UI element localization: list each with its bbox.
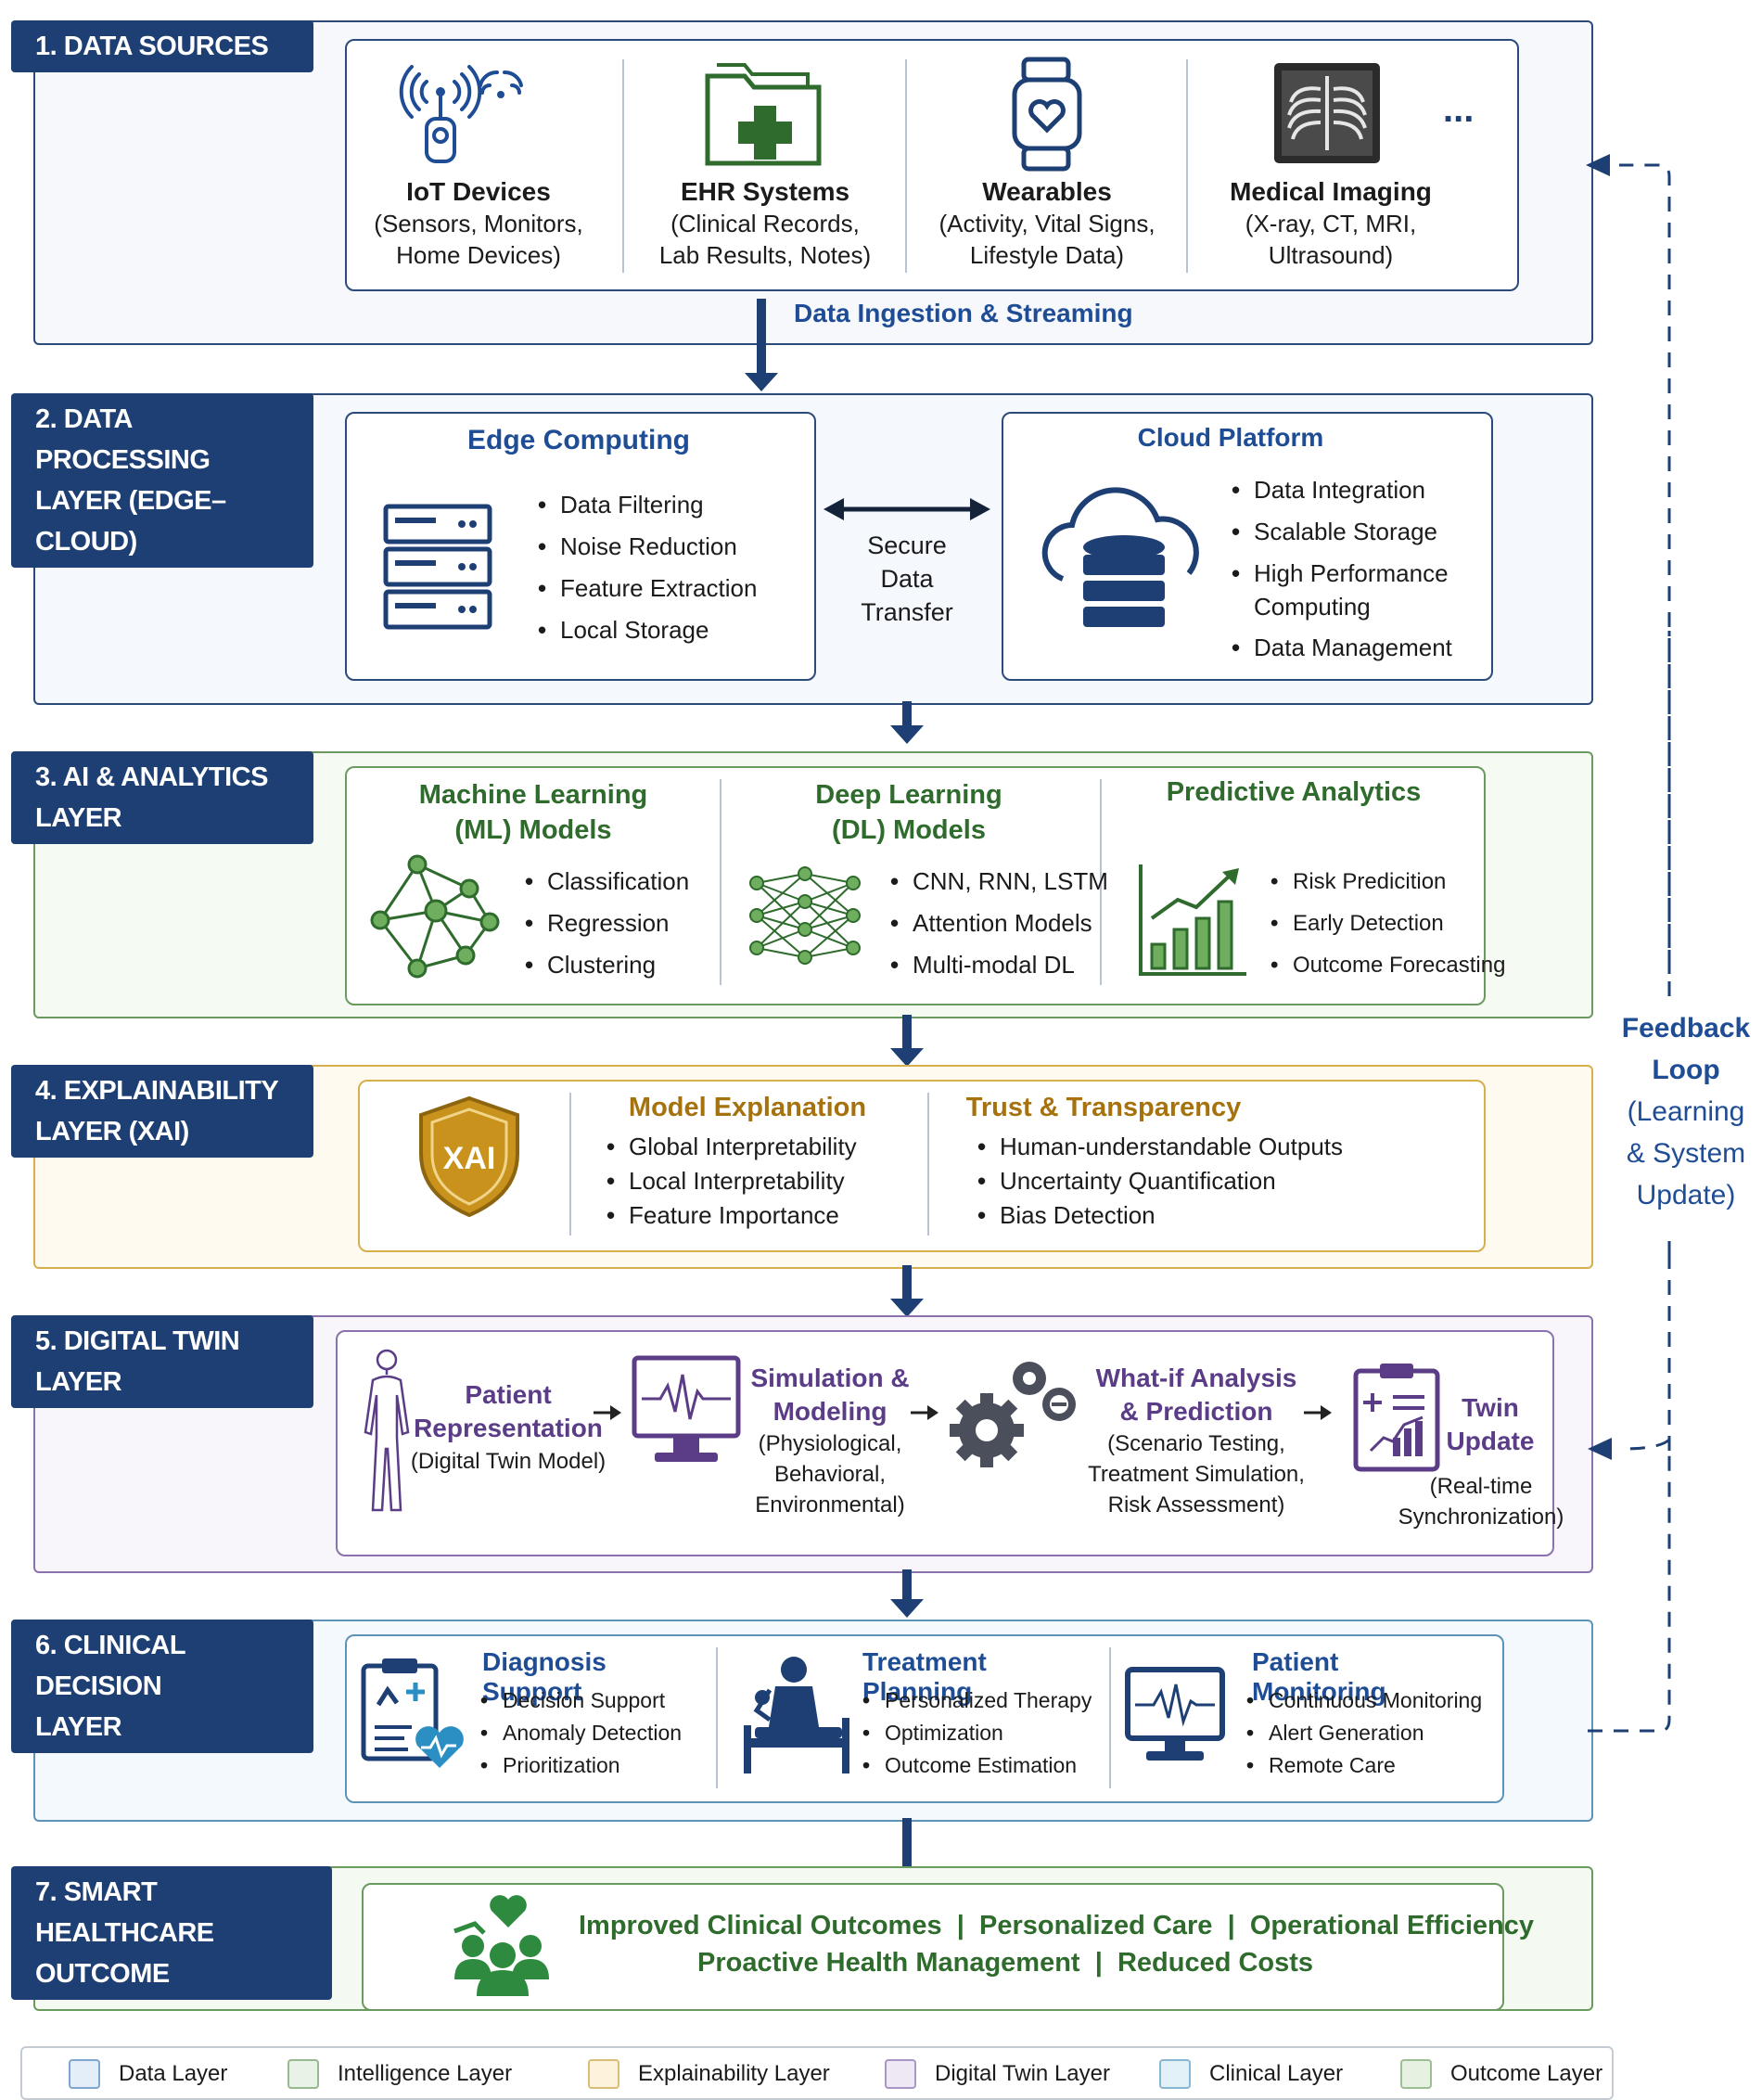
arrow-2-3 — [890, 701, 924, 744]
arrow-twin-3 — [1304, 1405, 1332, 1420]
arrow-4-5 — [890, 1265, 924, 1317]
arrow-1-2 — [745, 299, 778, 391]
clipboard-chart-icon — [1353, 1364, 1440, 1472]
dl-list: CNN, RNN, LSTMAttention ModelsMulti-moda… — [888, 861, 1108, 986]
trust-list: Human-understandable OutputsUncertainty … — [976, 1130, 1343, 1233]
smartwatch-icon — [1012, 57, 1082, 172]
source-imaging: Medical Imaging (X-ray, CT, MRI,Ultrasou… — [1230, 177, 1432, 269]
legend-swatch-twin — [885, 2059, 916, 2089]
predictive-list: Risk PredicitionEarly DetectionOutcome F… — [1269, 861, 1505, 986]
legend-swatch-intelligence — [287, 2059, 319, 2089]
outcome-line-2: Proactive Health Management | Reduced Co… — [697, 1948, 1314, 1978]
gears-icon — [950, 1362, 1076, 1467]
ml-title: Machine Learning(ML) Models — [418, 780, 648, 845]
legend-swatch-clinical — [1159, 2059, 1191, 2089]
monitor-waveform-icon — [632, 1355, 741, 1462]
digital-twin-panel — [336, 1330, 1554, 1556]
diagnosis-clipboard-icon — [361, 1658, 464, 1768]
source-iot: IoT Devices (Sensors, Monitors,Home Devi… — [374, 177, 583, 269]
source-wearables: Wearables (Activity, Vital Signs,Lifesty… — [938, 177, 1156, 269]
edge-title: Edge Computing — [467, 425, 690, 455]
trust-title: Trust & Transparency — [965, 1093, 1242, 1122]
cloud-list: Data IntegrationScalable Storage High Pe… — [1230, 469, 1452, 669]
legend-swatch-explainability — [588, 2059, 619, 2089]
xai-shield-icon: XAI — [419, 1095, 519, 1218]
patient-monitor-icon — [1125, 1667, 1225, 1761]
treatment-list: Personalized TherapyOptimizationOutcome … — [861, 1684, 1092, 1782]
care-team-icon — [453, 1895, 549, 1996]
ingestion-label: Data Ingestion & Streaming — [794, 299, 1133, 327]
arrow-3-4 — [890, 1015, 924, 1067]
cloud-title: Cloud Platform — [1137, 423, 1324, 452]
predictive-title: Predictive Analytics — [1166, 777, 1422, 807]
server-rack-icon — [383, 504, 492, 630]
model-explanation-title: Model Explanation — [628, 1093, 867, 1122]
feedback-loop-label — [1610, 1005, 1758, 1234]
legend-outcome-layer: Outcome Layer — [1450, 2061, 1603, 2086]
legend-swatch-data — [69, 2059, 100, 2089]
what-if-analysis: What-if Analysis & Prediction (Scenario … — [1088, 1364, 1305, 1517]
bidirectional-arrow — [824, 498, 990, 520]
dl-title: Deep Learning(DL) Models — [815, 780, 1002, 845]
dl-network-icon — [749, 866, 861, 965]
ml-list: ClassificationRegressionClustering — [523, 861, 689, 986]
arrow-twin-2 — [911, 1405, 938, 1420]
hospital-bed-icon — [744, 1657, 849, 1773]
simulation-modeling: Simulation & Modeling (Physiological,Beh… — [750, 1364, 910, 1517]
legend — [20, 2046, 1614, 2100]
feedback-loop-path — [1586, 154, 1671, 1733]
legend-explainability-layer: Explainability Layer — [638, 2061, 830, 2086]
outcome-panel — [362, 1883, 1504, 2011]
growth-chart-icon — [1139, 864, 1246, 976]
svg-text:XAI: XAI — [443, 1141, 496, 1176]
legend-data-layer: Data Layer — [119, 2061, 228, 2086]
more-sources-ellipsis: ... — [1443, 89, 1475, 130]
source-ehr: EHR Systems (Clinical Records,Lab Result… — [658, 177, 872, 269]
arrow-twin-1 — [594, 1405, 621, 1420]
model-explanation-list: Global InterpretabilityLocal Interpretab… — [605, 1130, 857, 1233]
iot-device-icon — [399, 65, 523, 163]
human-body-icon — [364, 1349, 410, 1512]
medical-folder-icon — [705, 63, 822, 166]
legend-clinical-layer: Clinical Layer — [1209, 2061, 1344, 2086]
monitoring-list: Continuous MonitoringAlert GenerationRem… — [1245, 1684, 1482, 1782]
legend-intelligence-layer: Intelligence Layer — [338, 2061, 513, 2086]
outcome-line-1: Improved Clinical Outcomes | Personalize… — [579, 1911, 1535, 1940]
arrow-5-6 — [890, 1569, 924, 1618]
ml-network-icon — [370, 854, 500, 979]
cloud-database-icon — [1041, 487, 1199, 627]
xray-icon — [1274, 63, 1380, 163]
layer1-badge: 1. DATA SOURCES — [11, 20, 313, 72]
patient-representation: Patient Representation (Digital Twin Mod… — [410, 1380, 606, 1474]
arrow-6-7 — [890, 1818, 924, 1887]
legend-swatch-outcome — [1400, 2059, 1432, 2089]
legend-twin-layer: Digital Twin Layer — [935, 2061, 1110, 2086]
diagnosis-list: Decision SupportAnomaly DetectionPriorit… — [479, 1684, 682, 1782]
edge-list: Data FilteringNoise ReductionFeature Ext… — [536, 484, 757, 651]
